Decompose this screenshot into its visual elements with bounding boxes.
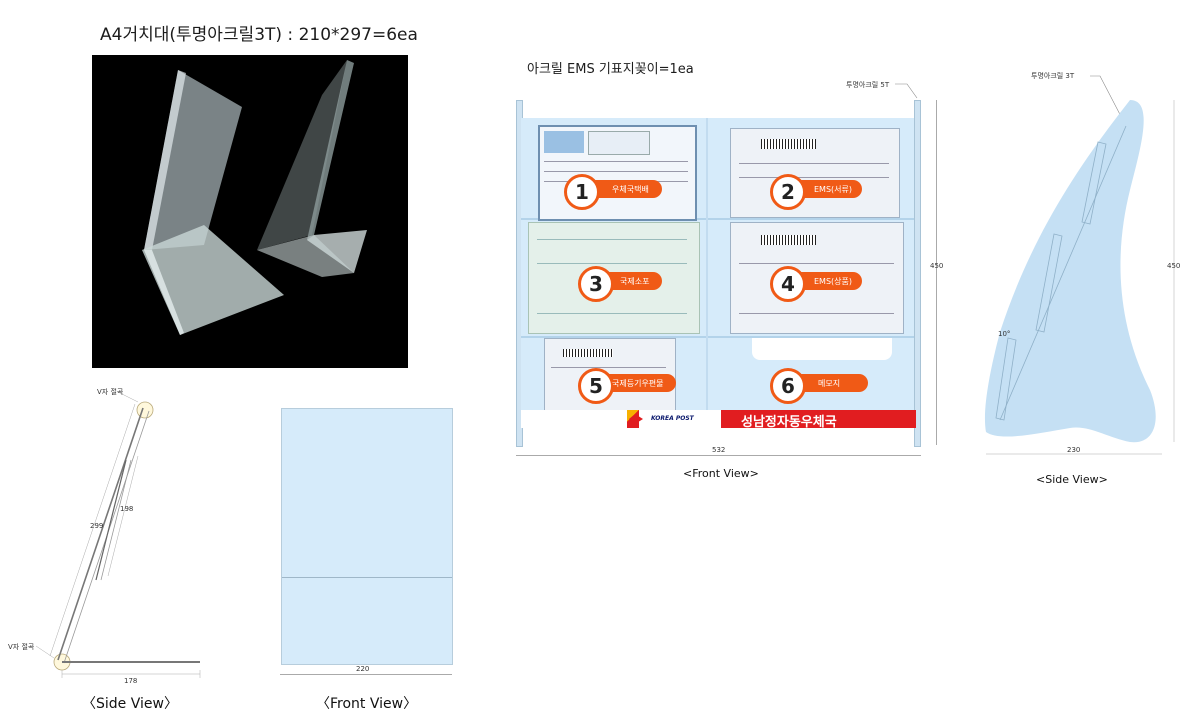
a4-stand-side-view bbox=[0, 380, 215, 680]
ems-front-view-caption: <Front View> bbox=[683, 467, 759, 480]
slot-label-3: 국제소포 bbox=[620, 277, 650, 286]
stand-lip-line bbox=[95, 459, 127, 581]
dim-base: 178 bbox=[124, 677, 138, 685]
side-back-line bbox=[999, 125, 1127, 421]
slot-label-5: 국제등기우편물 bbox=[612, 379, 664, 388]
side-pocket-1 bbox=[1081, 141, 1107, 225]
stand-panel-line bbox=[57, 407, 144, 661]
dim-line-outer bbox=[49, 403, 136, 657]
slot-label-1: 우체국택배 bbox=[612, 185, 649, 194]
side-pocket-3 bbox=[995, 337, 1017, 421]
a4-stand-front-view bbox=[281, 408, 453, 665]
ems-holder-title: 아크릴 EMS 기표지꽂이=1ea bbox=[527, 62, 694, 77]
side-pocket-2 bbox=[1035, 233, 1063, 333]
dim-line-front-width bbox=[280, 674, 452, 675]
banner-red: 성남정자동우체국 bbox=[721, 410, 916, 430]
banner-text: 성남정자동우체국 bbox=[741, 415, 837, 430]
pocket-divider-1 bbox=[521, 218, 914, 220]
dim-side-height: 450 bbox=[1167, 262, 1181, 270]
ems-material-leader bbox=[895, 83, 918, 99]
slot-label-6: 메모지 bbox=[818, 379, 841, 388]
dim-ems-width: 532 bbox=[712, 446, 726, 454]
ems-material-note: 투명아크릴 5T bbox=[846, 81, 890, 89]
pocket-divider-vertical bbox=[706, 118, 708, 410]
stand-lip-line-2 bbox=[100, 459, 132, 581]
dim-front-width: 220 bbox=[356, 665, 370, 673]
slot-number-3: 3 bbox=[578, 266, 614, 302]
dim-length-inner: 198 bbox=[120, 505, 134, 513]
right-post bbox=[914, 100, 921, 447]
memo-pad bbox=[752, 338, 892, 360]
dim-side-width: 230 bbox=[1067, 446, 1081, 454]
dim-ems-height: 450 bbox=[930, 262, 944, 270]
form-card-1 bbox=[538, 125, 697, 221]
banner-strip: 성남정자동우체국 KOREA POST bbox=[521, 410, 916, 430]
korea-post-logo-icon bbox=[629, 414, 643, 424]
dim-line-inner bbox=[107, 455, 139, 577]
slot-number-6: 6 bbox=[770, 368, 806, 404]
side-material-leader bbox=[1090, 75, 1127, 127]
dim-line-ems-height bbox=[936, 100, 937, 445]
stand-base-left bbox=[142, 225, 284, 335]
stand-back-edge-left bbox=[144, 70, 186, 250]
v-cut-bottom-label: V자 절곡 bbox=[8, 643, 35, 651]
side-angle: 10° bbox=[998, 330, 1011, 338]
v-cut-top-marker bbox=[136, 401, 154, 419]
a4-stand-photo bbox=[92, 55, 408, 368]
ems-side-material-note: 투명아크릴 3T bbox=[1031, 72, 1075, 80]
stand-base-right-2 bbox=[257, 235, 354, 277]
dim-length-outer: 299 bbox=[90, 522, 104, 530]
dim-line-ems-width bbox=[516, 455, 921, 456]
ems-front-view: 1 우체국택배 2 EMS(서류) 3 국제소포 4 EMS(상품) 5 국제등… bbox=[516, 100, 921, 447]
pocket-divider-2 bbox=[521, 336, 914, 338]
acrylic-stand-render bbox=[142, 60, 367, 335]
side-panel-shape bbox=[984, 100, 1156, 443]
a4-stand-title: A4거치대(투명아크릴3T) : 210*297=6ea bbox=[100, 25, 418, 45]
slot-number-4: 4 bbox=[770, 266, 806, 302]
ems-side-view bbox=[984, 75, 1175, 455]
a4-side-view-caption: 〈Side View〉 bbox=[82, 696, 178, 712]
stand-base-right bbox=[307, 230, 367, 273]
slot-label-4: EMS(상품) bbox=[814, 277, 852, 286]
form-card-2 bbox=[730, 128, 900, 218]
stand-fold-left bbox=[144, 250, 184, 335]
korea-post-label: KOREA POST bbox=[651, 415, 694, 422]
v-cut-top-label: V자 절곡 bbox=[97, 388, 124, 396]
stand-back-edge-right bbox=[307, 60, 354, 240]
stand-back-panel-left bbox=[144, 70, 242, 250]
a4-front-view-caption: 〈Front View〉 bbox=[316, 696, 418, 712]
ems-side-view-caption: <Side View> bbox=[1036, 473, 1108, 486]
slot-number-5: 5 bbox=[578, 368, 614, 404]
slot-number-1: 1 bbox=[564, 174, 600, 210]
slot-number-2: 2 bbox=[770, 174, 806, 210]
stand-back-panel-right bbox=[257, 60, 347, 250]
slot-label-2: EMS(서류) bbox=[814, 185, 852, 194]
front-view-fold-line bbox=[282, 577, 452, 578]
